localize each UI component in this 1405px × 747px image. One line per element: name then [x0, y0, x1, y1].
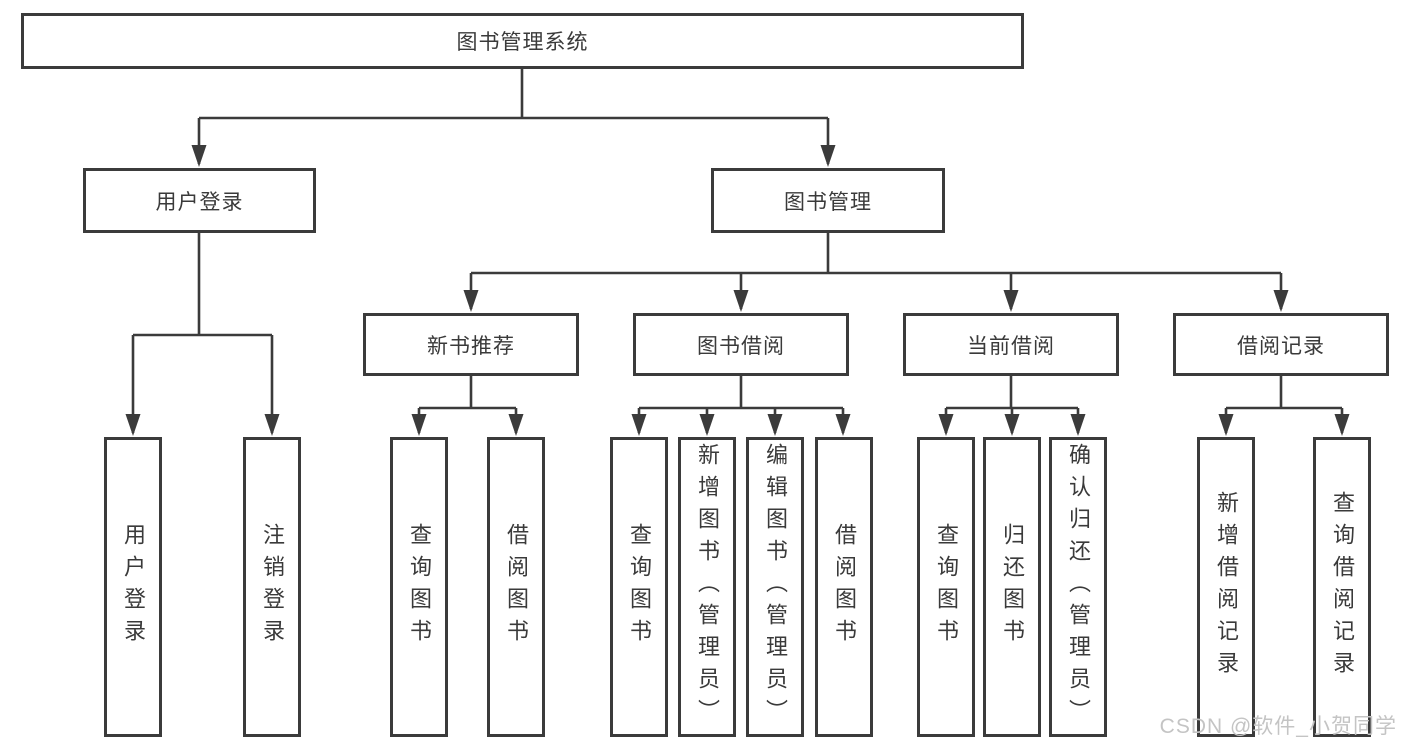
node-new-book-recommendation: 新书推荐: [363, 313, 579, 376]
arrowhead: [508, 414, 524, 436]
node-label: 图书借阅: [697, 334, 785, 358]
node-label: 确认归还（管理员）: [1066, 443, 1091, 731]
node-label: 查询借阅记录: [1330, 491, 1355, 683]
node-label: 图书管理系统: [456, 31, 589, 54]
arrowhead: [463, 290, 479, 312]
leaf-query-borrow-record: 查询借阅记录: [1313, 437, 1371, 737]
node-label: 查询图书: [627, 523, 652, 651]
node-user-login: 用户登录: [83, 168, 316, 233]
node-label: 注销登录: [260, 523, 285, 651]
node-borrowing-records: 借阅记录: [1173, 313, 1389, 376]
node-library-management-system: 图书管理系统: [21, 13, 1024, 69]
node-label: 归还图书: [1000, 523, 1025, 651]
leaf-query-books-borrowing: 查询图书: [610, 437, 668, 737]
node-label: 新增借阅记录: [1214, 491, 1239, 683]
arrowhead: [1218, 414, 1234, 436]
arrowhead: [1070, 414, 1086, 436]
arrowhead: [631, 414, 647, 436]
arrowhead: [1334, 414, 1350, 436]
node-label: 用户登录: [121, 523, 146, 651]
arrowhead: [411, 414, 427, 436]
arrowhead: [835, 414, 851, 436]
leaf-query-books-current: 查询图书: [917, 437, 975, 737]
node-label: 当前借阅: [967, 334, 1055, 358]
arrowhead: [1004, 414, 1020, 436]
node-current-borrowing: 当前借阅: [903, 313, 1119, 376]
leaf-borrow-books: 借阅图书: [815, 437, 873, 737]
arrowhead: [125, 414, 141, 436]
node-label: 新书推荐: [427, 334, 515, 358]
arrowhead: [733, 290, 749, 312]
leaf-return-books: 归还图书: [983, 437, 1041, 737]
node-label: 新增图书（管理员）: [695, 443, 720, 731]
node-label: 图书管理: [784, 190, 872, 214]
leaf-borrow-books-recommendation: 借阅图书: [487, 437, 545, 737]
arrowhead: [1273, 290, 1289, 312]
arrowhead: [191, 145, 207, 167]
node-book-management: 图书管理: [711, 168, 945, 233]
leaf-query-books-recommendation: 查询图书: [390, 437, 448, 737]
leaf-user-login: 用户登录: [104, 437, 162, 737]
watermark: CSDN @软件_小贺同学: [1159, 715, 1397, 738]
node-label: 查询图书: [934, 523, 959, 651]
node-book-borrowing: 图书借阅: [633, 313, 849, 376]
node-label: 编辑图书（管理员）: [763, 443, 788, 731]
node-label: 用户登录: [155, 190, 244, 214]
arrowhead: [1003, 290, 1019, 312]
leaf-edit-books-admin: 编辑图书（管理员）: [746, 437, 804, 737]
arrowhead: [699, 414, 715, 436]
leaf-logout: 注销登录: [243, 437, 301, 737]
arrowhead: [938, 414, 954, 436]
leaf-add-borrow-record: 新增借阅记录: [1197, 437, 1255, 737]
leaf-add-books-admin: 新增图书（管理员）: [678, 437, 736, 737]
arrowhead: [767, 414, 783, 436]
leaf-confirm-return-admin: 确认归还（管理员）: [1049, 437, 1107, 737]
arrowhead: [264, 414, 280, 436]
arrowhead: [820, 145, 836, 167]
node-label: 借阅记录: [1237, 334, 1325, 358]
node-label: 借阅图书: [504, 523, 529, 651]
node-label: 查询图书: [407, 523, 432, 651]
node-label: 借阅图书: [832, 523, 857, 651]
